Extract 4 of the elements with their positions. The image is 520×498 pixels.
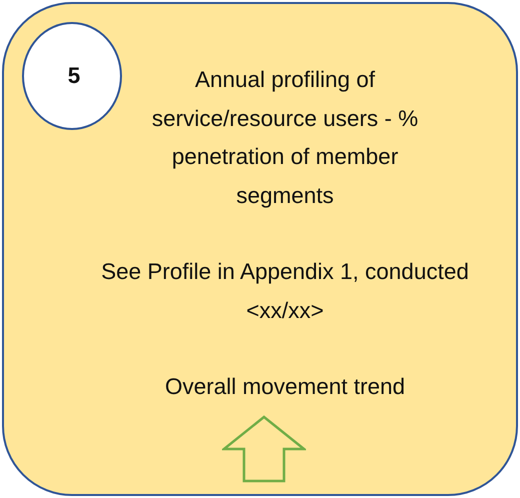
description-text: Overall movement trend xyxy=(164,373,406,401)
step-number: 5 xyxy=(66,62,82,90)
description-text: See Profile in Appendix 1, conducted <xx/xx> xyxy=(100,258,470,324)
description-text: Annual profiling of service/resource users - % penetration of member segments xyxy=(150,66,420,210)
